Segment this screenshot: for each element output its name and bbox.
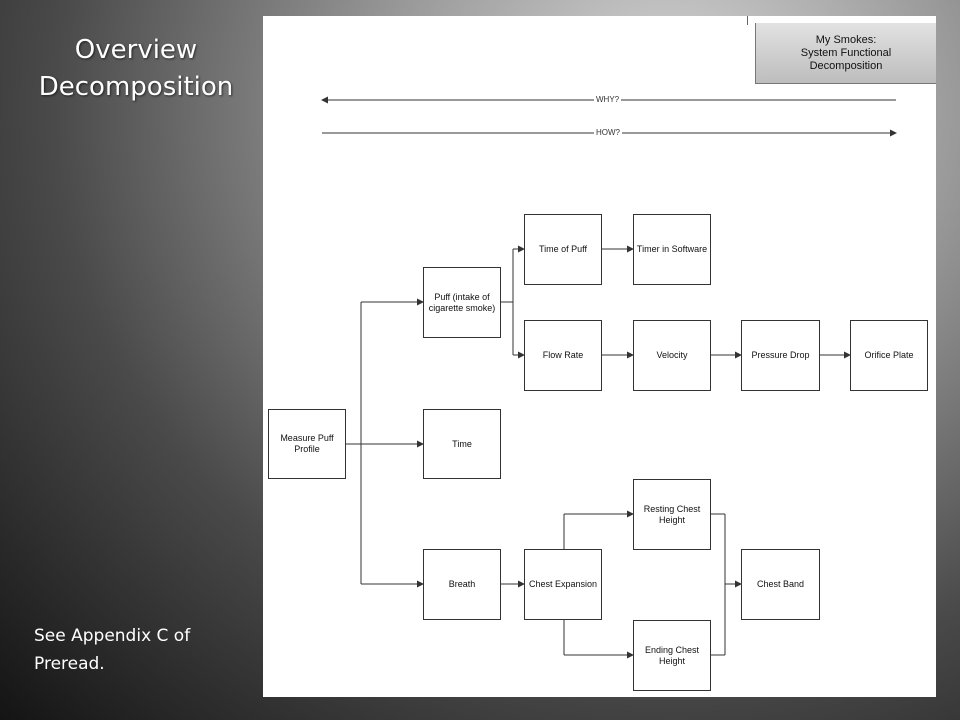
- node-pressure-drop: Pressure Drop: [741, 320, 820, 391]
- slide-title: Overview Decomposition: [22, 32, 250, 106]
- node-chest-expansion: Chest Expansion: [524, 549, 602, 620]
- titlebox-divider: [747, 16, 748, 25]
- node-breath: Breath: [423, 549, 501, 620]
- diagram-title-line1: My Smokes:: [815, 33, 877, 46]
- node-time-of-puff: Time of Puff: [524, 214, 602, 285]
- node-timer-in-software: Timer in Software: [633, 214, 711, 285]
- slide-title-line2: Decomposition: [38, 72, 234, 102]
- node-velocity: Velocity: [633, 320, 711, 391]
- node-time: Time: [423, 409, 501, 479]
- appendix-note: See Appendix C of Preread.: [34, 626, 191, 674]
- node-chest-band: Chest Band: [741, 549, 820, 620]
- node-puff: Puff (intake of cigarette smoke): [423, 267, 501, 338]
- node-measure-puff-profile: Measure Puff Profile: [268, 409, 346, 479]
- node-resting-chest-height: Resting Chest Height: [633, 479, 711, 550]
- node-ending-chest-height: Ending Chest Height: [633, 620, 711, 691]
- why-label: WHY?: [594, 95, 622, 105]
- diagram-title-box: My Smokes: System Functional Decompositi…: [755, 23, 936, 84]
- diagram-title-line2: System Functional: [800, 46, 892, 59]
- slide-title-line1: Overview: [74, 35, 198, 65]
- node-orifice-plate: Orifice Plate: [850, 320, 928, 391]
- node-flow-rate: Flow Rate: [524, 320, 602, 391]
- how-label: HOW?: [594, 128, 622, 138]
- diagram-title-line3: Decomposition: [809, 59, 883, 72]
